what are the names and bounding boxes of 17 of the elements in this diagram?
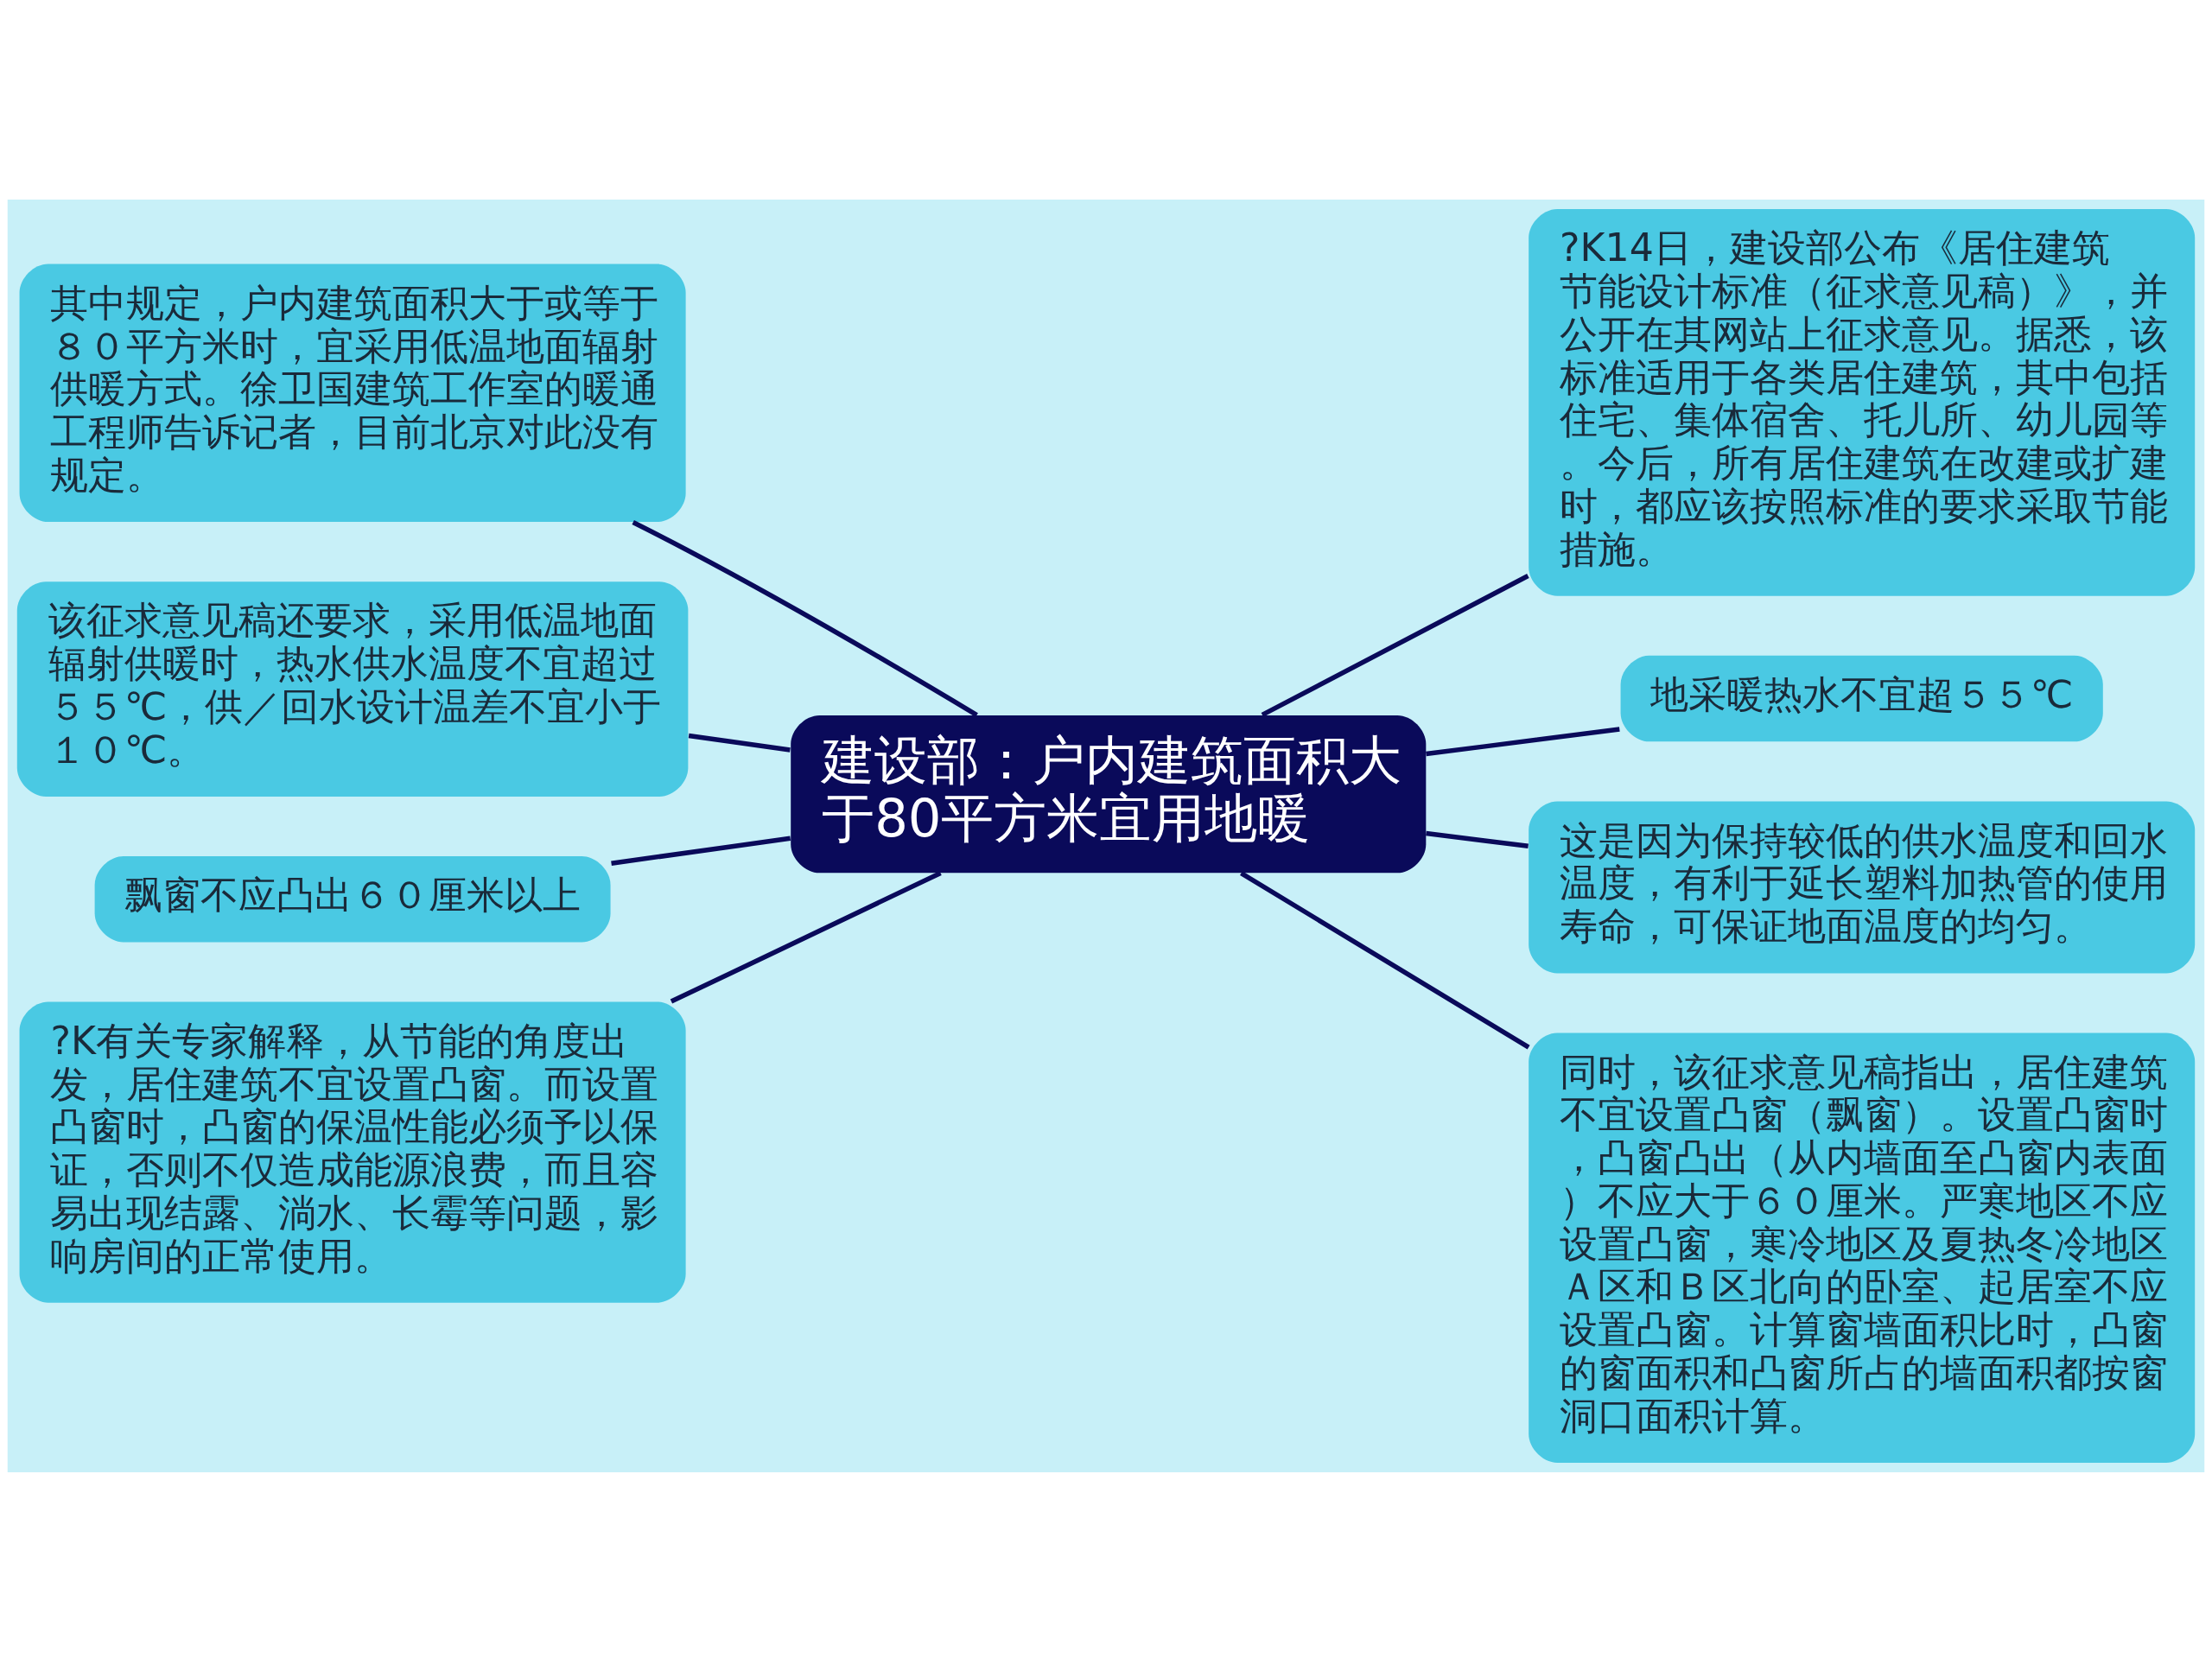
node-box: 飘窗不应凸出６０厘米以上 — [94, 855, 611, 942]
connector — [632, 519, 978, 717]
connector — [688, 733, 791, 753]
connector — [670, 870, 942, 1004]
connector — [1426, 726, 1620, 756]
node-box: 建设部：户内建筑面积大于80平方米宜用地暖 — [791, 715, 1427, 873]
node-box: 地采暖热水不宜超５５℃ — [1620, 655, 2103, 741]
connector — [1426, 830, 1529, 848]
node-box: 其中规定，户内建筑面积大于或等于８０平方米时，宜采用低温地面辐射供暖方式。徐卫国建筑工作室的暖通工程师告诉记者，目前北京对此没有规定。 — [19, 264, 686, 522]
connector — [1240, 870, 1530, 1050]
connector — [611, 836, 791, 866]
node-box: ?K14日，建设部公布《居住建筑节能设计标准（征求意见稿）》，并公开在其网站上征求意见。据悉，该标准适用于各类居住建筑，其中包括住宅、集体宿舍、托儿所、幼儿园等。今后，所有居住建筑在改建或扩建时，都应该按照标准的要求采取节能措施。 — [1529, 208, 2196, 596]
node-box: 同时，该征求意见稿指出，居住建筑不宜设置凸窗（飘窗）。设置凸窗时，凸窗凸出（从内墙面至凸窗内表面）不应大于６０厘米。严寒地区不应设置凸窗，寒冷地区及夏热冬冷地区Ａ区和Ｂ区北向的卧室、起居室不应设置凸窗。计算窗墙面积比时，凸窗的窗面积和凸窗所占的墙面积都按窗洞口面积计算。 — [1529, 1032, 2196, 1463]
node-box: 这是因为保持较低的供水温度和回水温度，有利于延长塑料加热管的使用寿命，可保证地面温度的均匀。 — [1529, 800, 2196, 973]
node-box: 该征求意见稿还要求，采用低温地面辐射供暖时，热水供水温度不宜超过５５℃，供／回水设计温差不宜小于１０℃。 — [16, 581, 689, 797]
connector — [1261, 573, 1529, 717]
node-box: ?K有关专家解释，从节能的角度出发，居住建筑不宜设置凸窗。而设置凸窗时，凸窗的保温性能必须予以保证，否则不仅造成能源浪费，而且容易出现结露、淌水、长霉等问题，影响房间的正常使用。 — [19, 1001, 686, 1303]
